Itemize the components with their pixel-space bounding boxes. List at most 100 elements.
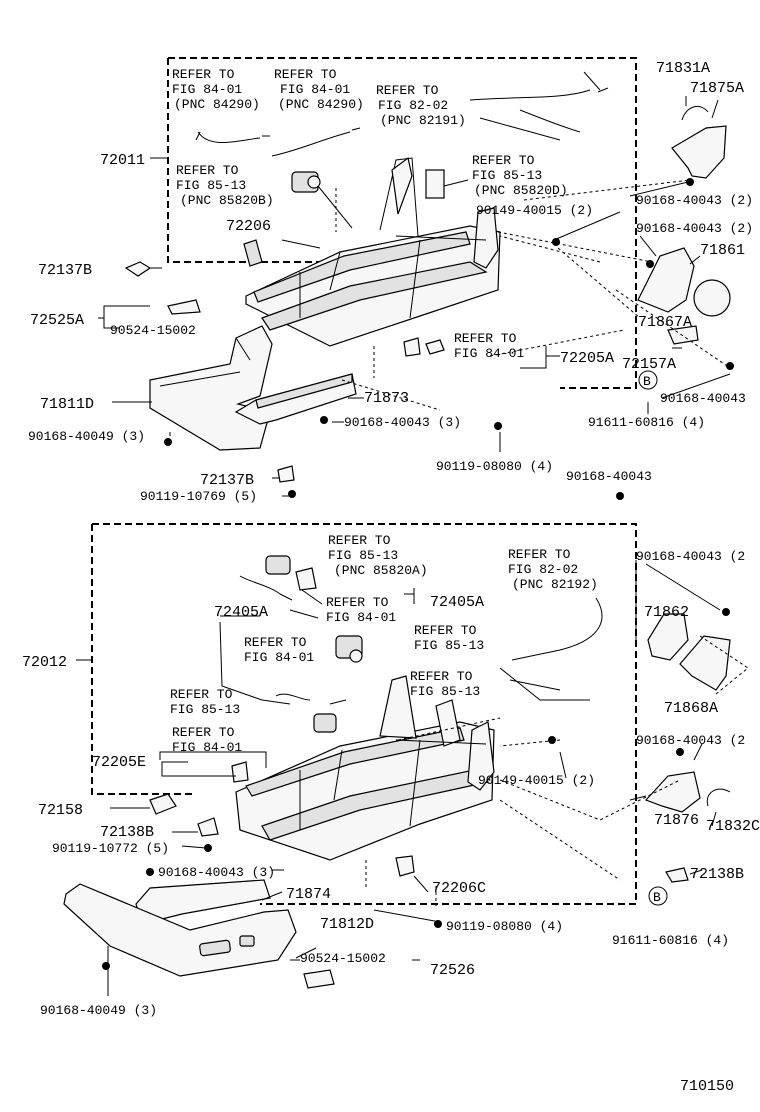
svg-text:REFER TO: REFER TO <box>274 67 337 82</box>
label-72137B-lower-upper: 72137B <box>200 472 254 489</box>
svg-text:FIG 85-13: FIG 85-13 <box>410 684 480 699</box>
label-71873: 71873 <box>364 390 409 407</box>
label-90168-40043-2-upper-a: 90168-40043 (2) <box>636 193 753 208</box>
svg-text:(PNC 85820B): (PNC 85820B) <box>180 193 274 208</box>
svg-text:FIG 85-13: FIG 85-13 <box>472 168 542 183</box>
label-90524-15002-lower: 90524-15002 <box>300 951 386 966</box>
upper-refer-1: REFER TO FIG 84-01 (PNC 84290) <box>172 67 260 112</box>
label-91611-60816-4-lower: 91611-60816 (4) <box>612 933 729 948</box>
harness-84290-b <box>271 127 361 157</box>
sensor-85820A <box>265 555 291 575</box>
label-72405A-right: 72405A <box>430 594 484 611</box>
label-90168-40043-2-upper-b: 90168-40043 (2) <box>636 221 753 236</box>
upper-refer-6: REFER TO FIG 84-01 <box>454 331 524 361</box>
label-90168-40043-mid: 90168-40043 <box>566 469 652 484</box>
upper-refer-5: REFER TO FIG 85-13 (PNC 85820D) <box>472 153 568 198</box>
upper-marker-b <box>638 370 658 390</box>
svg-text:REFER TO: REFER TO <box>328 533 391 548</box>
label-71811D: 71811D <box>40 396 94 413</box>
label-72157A: 72157A <box>622 356 676 373</box>
label-72205E: 72205E <box>92 754 146 771</box>
part-72138B-shape <box>197 817 219 837</box>
svg-text:REFER TO: REFER TO <box>472 153 535 168</box>
label-72206C: 72206C <box>432 880 486 897</box>
svg-text:FIG 85-13: FIG 85-13 <box>170 702 240 717</box>
label-71867A: 71867A <box>638 314 692 331</box>
label-72525A: 72525A <box>30 312 84 329</box>
label-71875A: 71875A <box>690 80 744 97</box>
label-71868A: 71868A <box>664 700 718 717</box>
label-90119-10772-5: 90119-10772 (5) <box>52 841 169 856</box>
svg-text:FIG 82-02: FIG 82-02 <box>508 562 578 577</box>
label-90119-10769-5: 90119-10769 (5) <box>140 489 257 504</box>
svg-text:FIG 84-01: FIG 84-01 <box>326 610 396 625</box>
upper-seat-track <box>245 156 501 347</box>
label-90149-40015-2-lower: 90149-40015 (2) <box>478 773 595 788</box>
svg-text:FIG 84-01: FIG 84-01 <box>172 740 242 755</box>
label-90149-40015-2-upper: 90149-40015 (2) <box>476 203 593 218</box>
lower-refer-8: REFER TO FIG 84-01 <box>172 725 242 755</box>
label-72206: 72206 <box>226 218 271 235</box>
label-90119-08080-4-upper: 90119-08080 (4) <box>436 459 553 474</box>
svg-text:FIG 84-01: FIG 84-01 <box>244 650 314 665</box>
label-71874: 71874 <box>286 886 331 903</box>
part-72205A-shape <box>403 337 421 357</box>
label-90168-40043-3-upper: 90168-40043 (3) <box>344 415 461 430</box>
part-72138B-right-shape <box>665 867 689 883</box>
lower-marker-b <box>648 886 668 906</box>
svg-text:REFER TO: REFER TO <box>172 67 235 82</box>
lower-assy-number: 72012 <box>22 654 67 671</box>
svg-text:FIG 84-01: FIG 84-01 <box>172 82 242 97</box>
label-71812D: 71812D <box>320 916 374 933</box>
lower-refer-2: REFER TO FIG 82-02 (PNC 82192) <box>508 547 598 592</box>
svg-text:REFER TO: REFER TO <box>508 547 571 562</box>
part-72206-shape <box>243 239 263 267</box>
harness-82191 <box>469 71 609 141</box>
label-71832C: 71832C <box>706 818 760 835</box>
lower-refer-5: REFER TO FIG 85-13 <box>414 623 484 653</box>
label-90168-40043-2-lower-a: 90168-40043 (2 <box>636 549 745 564</box>
label-72138B-right: 72138B <box>690 866 744 883</box>
upper-assembly: 72011 REFER TO FIG 84-01 (PNC 84290) REF… <box>28 57 753 504</box>
svg-text:REFER TO: REFER TO <box>454 331 517 346</box>
part-72526-shape <box>303 969 335 989</box>
label-90168-40043-3-lower: 90168-40043 (3) <box>158 865 275 880</box>
label-72526: 72526 <box>430 962 475 979</box>
svg-text:REFER TO: REFER TO <box>170 687 233 702</box>
svg-text:FIG 84-01: FIG 84-01 <box>280 82 350 97</box>
part-71868A-shape <box>679 635 731 691</box>
svg-text:(PNC 85820D): (PNC 85820D) <box>474 183 568 198</box>
upper-assy-number: 72011 <box>100 152 145 169</box>
lower-refer-3: REFER TO FIG 84-01 <box>326 595 396 625</box>
label-71862: 71862 <box>644 604 689 621</box>
svg-text:REFER TO: REFER TO <box>176 163 239 178</box>
part-71811D-shape <box>149 325 273 451</box>
lower-refer-6: REFER TO FIG 85-13 <box>410 669 480 699</box>
part-71812D-shape <box>63 883 297 977</box>
part-72158-shape <box>149 793 177 815</box>
part-71862-shape <box>647 613 689 661</box>
switch-85820D <box>425 169 445 199</box>
upper-marker-b-label: B <box>643 374 651 389</box>
part-71832C-shape <box>706 788 731 807</box>
part-71867A-shape <box>693 279 731 317</box>
svg-text:REFER TO: REFER TO <box>376 83 439 98</box>
harness-82192 <box>499 597 603 701</box>
label-72205A: 72205A <box>560 350 614 367</box>
label-90168-40049-3-upper: 90168-40049 (3) <box>28 429 145 444</box>
lower-refer-7: REFER TO FIG 85-13 <box>170 687 240 717</box>
figure-number: 710150 <box>680 1078 734 1095</box>
svg-text:(PNC 85820A): (PNC 85820A) <box>334 563 428 578</box>
label-90524-15002-upper: 90524-15002 <box>110 323 196 338</box>
upper-refer-4: REFER TO FIG 85-13 (PNC 85820B) <box>176 163 274 208</box>
part-72525A-shape <box>167 299 201 315</box>
label-72137B-upper: 72137B <box>38 262 92 279</box>
label-72138B-left: 72138B <box>100 824 154 841</box>
upper-bolts <box>164 178 734 500</box>
part-71875A-shape <box>671 125 727 179</box>
svg-text:FIG 85-13: FIG 85-13 <box>176 178 246 193</box>
part-72205E-shape <box>231 761 249 783</box>
upper-refer-3: REFER TO FIG 82-02 (PNC 82191) <box>376 83 466 128</box>
svg-text:(PNC 84290): (PNC 84290) <box>174 97 260 112</box>
